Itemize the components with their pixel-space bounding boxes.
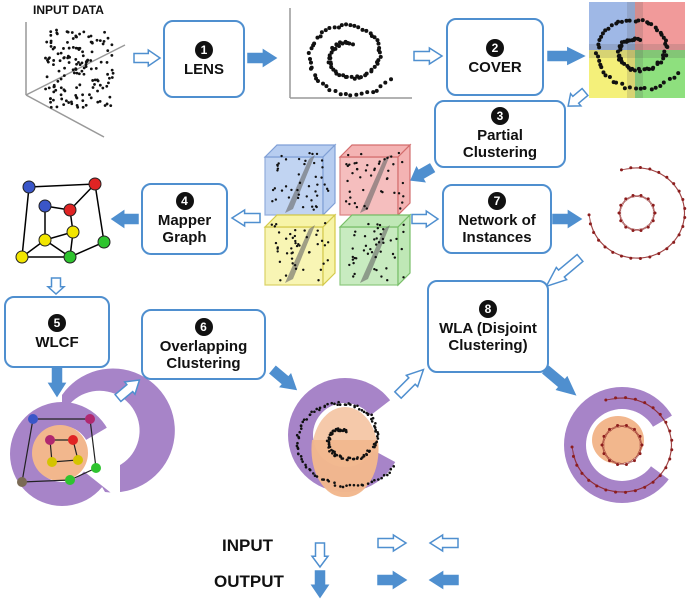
step-number: 7 [488, 192, 506, 210]
step-number: 2 [486, 38, 504, 57]
step-wlcf: 5 WLCF [4, 296, 110, 368]
step-number: 5 [48, 313, 66, 332]
legend-output-label: OUTPUT [214, 572, 284, 591]
step-wla: 8 WLA (Disjoint Clustering) [427, 280, 549, 373]
legend-input-label: INPUT [222, 536, 273, 555]
wla-result [564, 387, 688, 503]
step-label: Partial Clustering [462, 127, 538, 161]
step-label: LENS [183, 60, 224, 78]
cover-grid [589, 2, 685, 98]
partial-cluster-cubes [263, 143, 412, 287]
mapper-graph [15, 177, 111, 264]
step-label: WLA (Disjoint Clustering) [439, 319, 537, 354]
step-number: 8 [479, 299, 497, 318]
step-partial-clustering: 3 Partial Clustering [434, 100, 566, 168]
step-overlapping-clustering: 6 Overlapping Clustering [141, 309, 266, 380]
overlapping-clustering-result [288, 378, 410, 498]
lens-plot [289, 8, 412, 99]
step-label: Overlapping Clustering [159, 337, 248, 372]
step-label: WLCF [35, 333, 79, 351]
step-label: Network of Instances [458, 212, 536, 246]
flow-arrows [46, 46, 589, 599]
step-number: 1 [195, 40, 213, 59]
wlcf-result [10, 368, 175, 506]
step-number: 6 [194, 317, 213, 336]
step-lens: 1 LENS [163, 20, 245, 98]
step-mapper-graph: 4 Mapper Graph [141, 183, 228, 255]
step-number: 4 [175, 192, 194, 210]
step-label: Mapper Graph [157, 212, 212, 246]
step-network-of-instances: 7 Network of Instances [442, 184, 552, 254]
step-label: COVER [468, 58, 522, 76]
input-data-plot [25, 22, 126, 138]
step-cover: 2 COVER [446, 18, 544, 96]
step-number: 3 [491, 107, 509, 125]
network-of-instances [587, 166, 687, 260]
input-data-label: INPUT DATA [33, 3, 104, 17]
